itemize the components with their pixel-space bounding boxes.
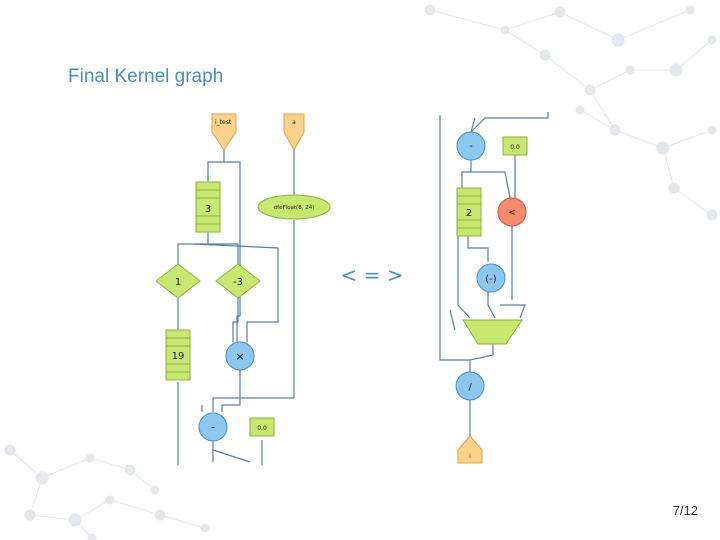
stream-label-19: 19 xyxy=(172,351,185,362)
mux-label-1: 1 xyxy=(175,277,181,288)
stream-node-19: 19 xyxy=(165,329,191,381)
const-node-right: 0.0 xyxy=(502,136,528,156)
decorative-network-top-right xyxy=(424,4,718,221)
const-node-left: 0.0 xyxy=(249,417,275,437)
mux-trapezoid-node xyxy=(462,319,523,345)
negate-node: (-) xyxy=(476,263,506,293)
slide-title: Final Kernel graph xyxy=(68,66,224,87)
left-graph-nodes: i_test a 3 dfeFloat(8, 24) 1 -3 xyxy=(155,113,331,442)
subtract-label-left: - xyxy=(211,420,215,434)
multiply-label: × xyxy=(235,350,244,363)
mux-node-1: 1 xyxy=(155,263,201,299)
subtract-node-left: - xyxy=(198,412,228,442)
input-label-a: a xyxy=(292,119,296,126)
stream-node-2: 2 xyxy=(456,187,482,237)
less-than-node: < xyxy=(497,197,527,227)
decorative-network-bottom-left xyxy=(4,444,210,540)
mux-label-neg3: -3 xyxy=(233,277,243,288)
input-node-i-test: i_test xyxy=(211,113,237,151)
stream-label-2: 2 xyxy=(466,208,472,219)
dfe-float-node: dfeFloat(8, 24) xyxy=(257,194,331,220)
negate-label: (-) xyxy=(485,274,497,285)
right-graph-nodes: - 0.0 2 < (-) / i xyxy=(455,131,528,464)
page-number: 7/12 xyxy=(672,503,698,518)
left-graph-edges xyxy=(177,150,295,465)
input-label-i-test: i_test xyxy=(215,119,232,126)
divide-node: / xyxy=(455,371,485,401)
mux-node-neg3: -3 xyxy=(215,263,261,299)
less-than-label: < xyxy=(508,208,516,218)
comparison-symbol: < = > xyxy=(341,263,404,287)
output-node-i: i xyxy=(457,435,483,464)
subtract-label-right: - xyxy=(469,141,473,152)
multiply-node: × xyxy=(225,341,255,371)
output-label-i: i xyxy=(469,453,471,460)
const-label-right: 0.0 xyxy=(510,144,520,151)
divide-label: / xyxy=(468,382,472,393)
subtract-node-right: - xyxy=(456,131,486,161)
stream-label-3: 3 xyxy=(205,204,211,215)
right-graph-edges xyxy=(439,112,549,436)
stream-node-3: 3 xyxy=(195,181,221,233)
input-node-a: a xyxy=(283,113,305,152)
const-label-left: 0.0 xyxy=(257,425,267,432)
dfe-float-label: dfeFloat(8, 24) xyxy=(274,205,315,211)
